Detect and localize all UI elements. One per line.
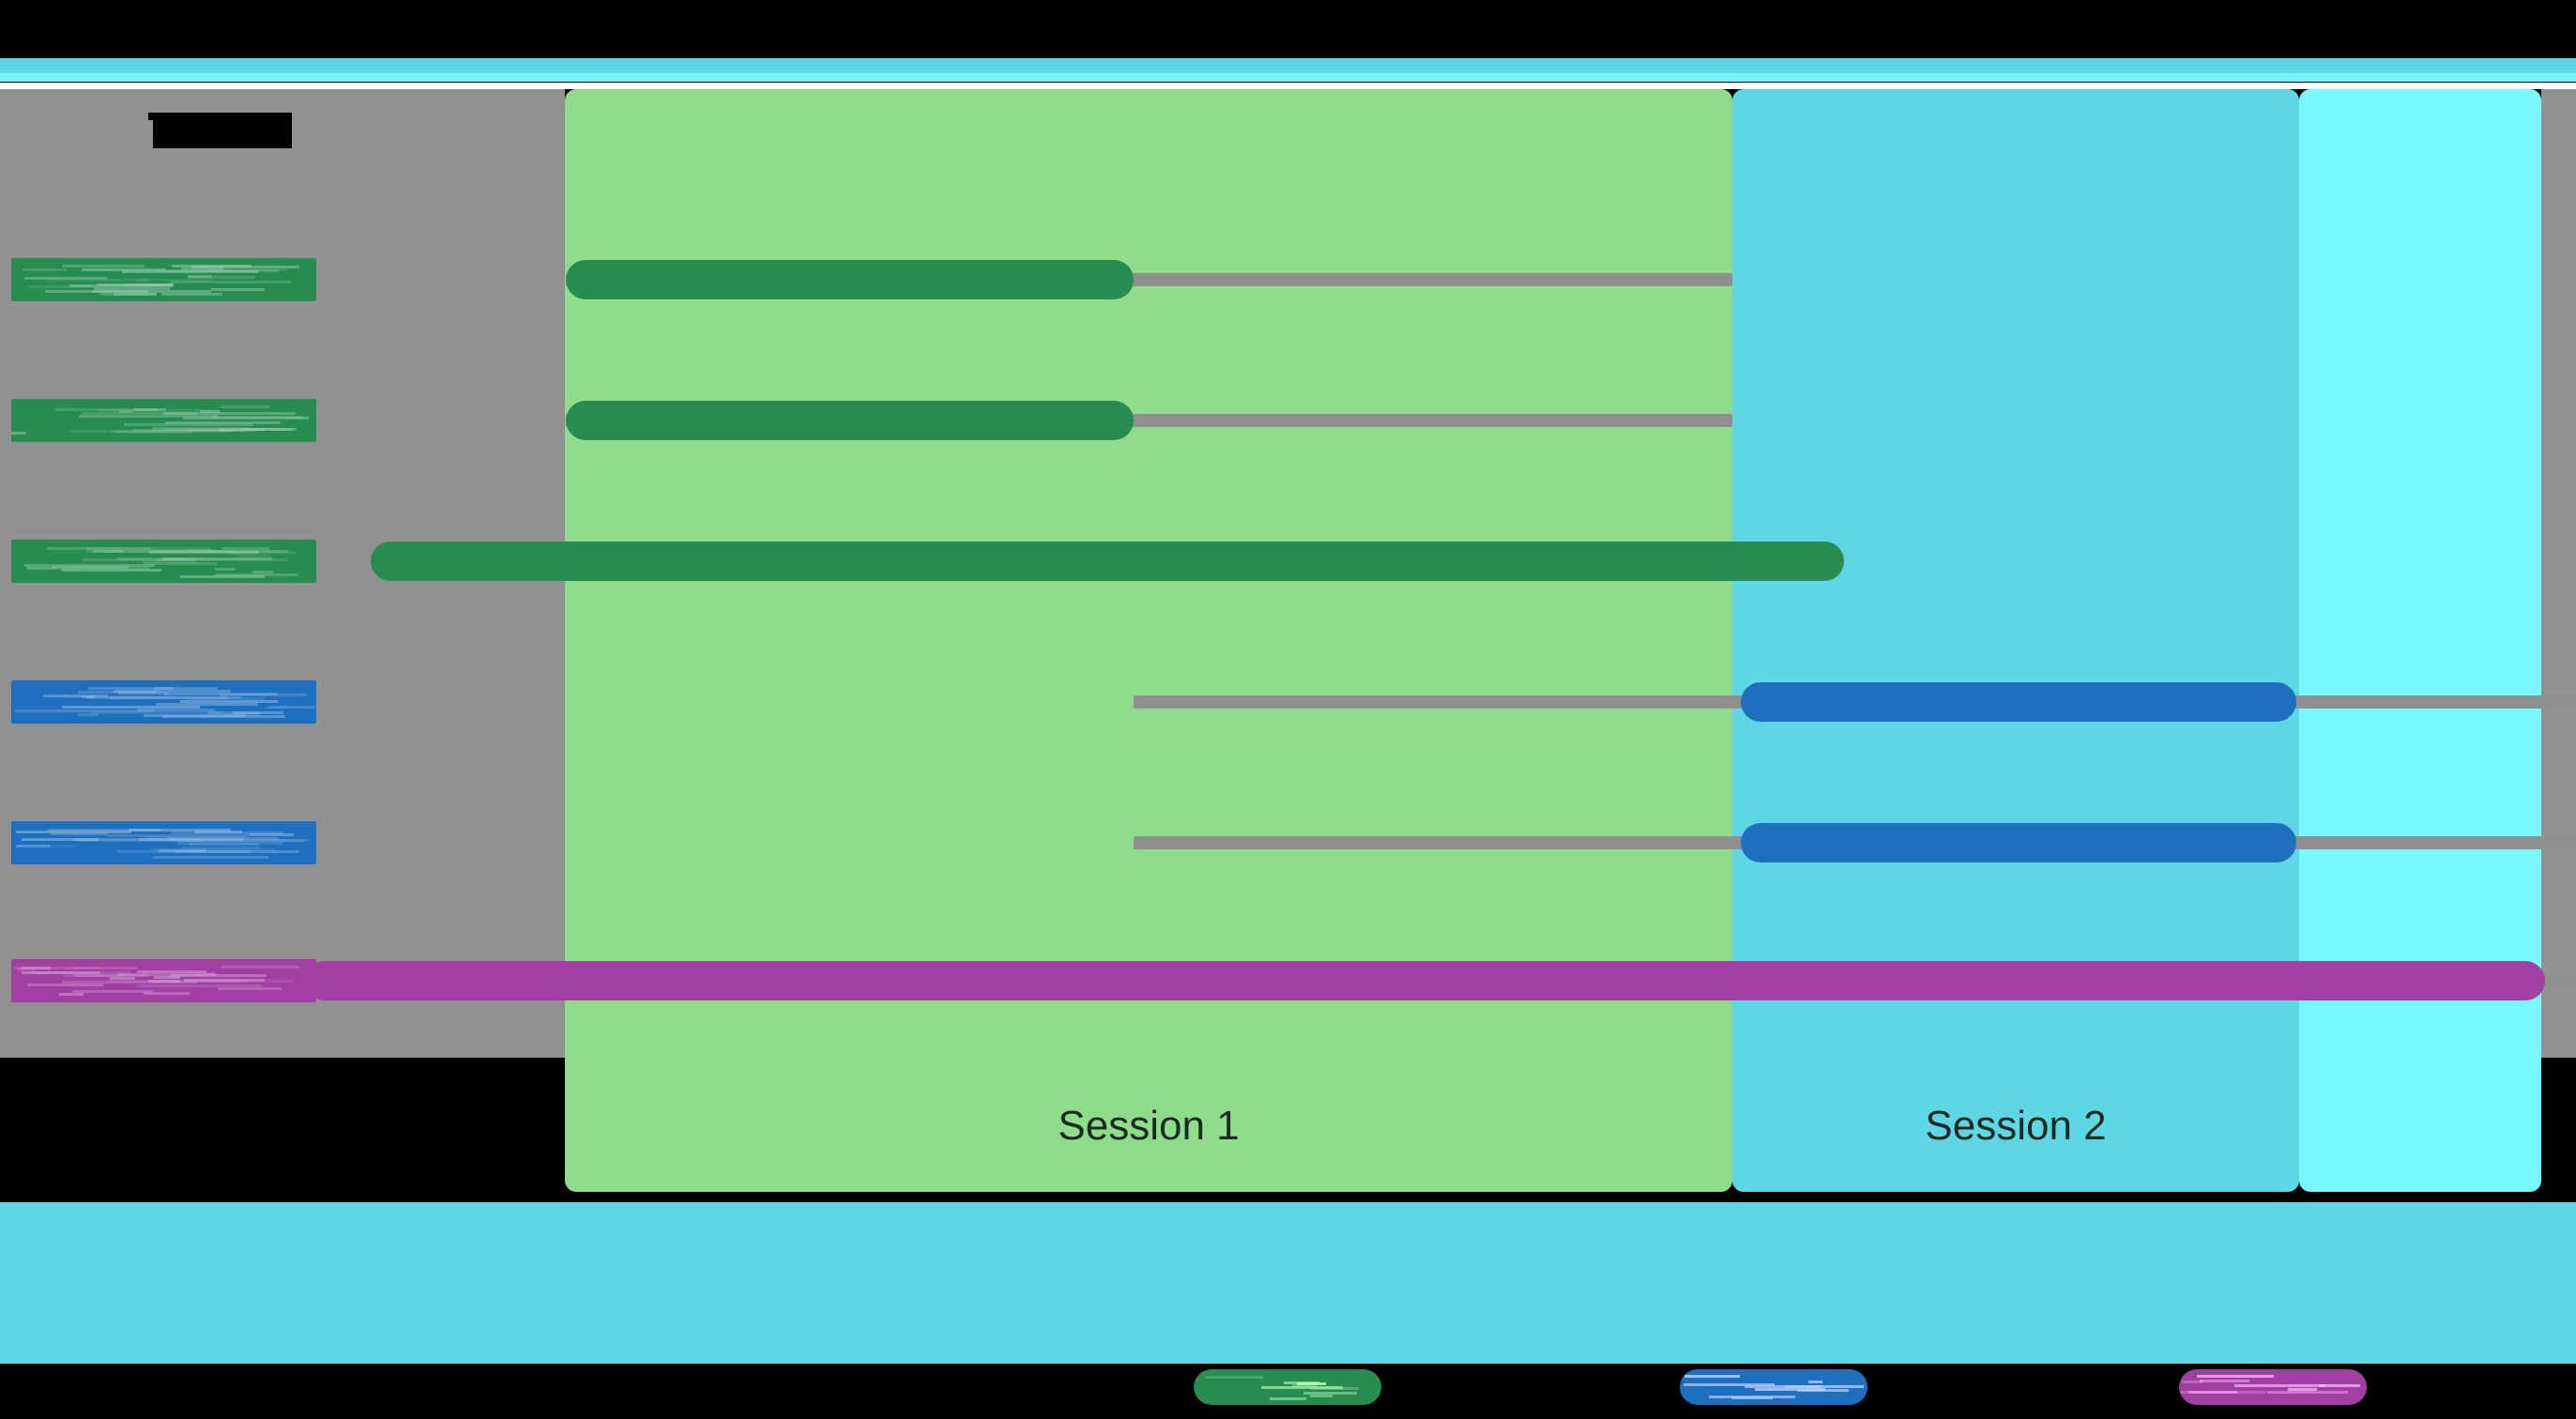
legend: [redacted] [redacted] [redacted] bbox=[0, 1364, 2576, 1419]
redaction-noise bbox=[11, 399, 316, 442]
gantt-bar[interactable] bbox=[1741, 823, 2296, 862]
redaction-noise bbox=[11, 959, 316, 1002]
gantt-bar[interactable] bbox=[305, 961, 2545, 1000]
legend-item-3[interactable]: [redacted] bbox=[2179, 1369, 2367, 1405]
legend-background-panel bbox=[0, 1202, 2576, 1364]
top-white-strip bbox=[0, 83, 2576, 89]
y-axis-label-5: [redacted] bbox=[11, 821, 316, 864]
top-light-cyan-strip bbox=[0, 73, 2576, 82]
y-axis-label-4: [redacted] bbox=[11, 680, 316, 724]
top-cyan-strip bbox=[0, 58, 2576, 73]
legend-swatch bbox=[1194, 1369, 1381, 1405]
session-band-1 bbox=[565, 89, 1732, 1192]
legend-item-1[interactable]: [redacted] bbox=[1194, 1369, 1381, 1405]
redaction-noise bbox=[11, 821, 316, 864]
gantt-bar[interactable] bbox=[1741, 682, 2296, 722]
y-axis-label-2: [redacted] bbox=[11, 399, 316, 442]
redaction-noise bbox=[11, 540, 316, 583]
gantt-bar[interactable] bbox=[371, 542, 1844, 581]
y-axis-label-3: [redacted] bbox=[11, 540, 316, 583]
redaction-noise bbox=[11, 680, 316, 724]
gantt-bar[interactable] bbox=[566, 401, 1134, 440]
redaction-noise bbox=[11, 258, 316, 301]
gantt-bar[interactable] bbox=[566, 260, 1134, 299]
panel-right-gutter bbox=[2541, 89, 2576, 1058]
y-axis-label-1: [redacted] bbox=[11, 258, 316, 301]
session-band-3 bbox=[2299, 89, 2541, 1192]
session-band-2 bbox=[1732, 89, 2299, 1192]
session-label-1: Session 1 bbox=[1058, 1103, 1240, 1149]
page-title bbox=[148, 113, 292, 148]
session-label-2: Session 2 bbox=[1925, 1103, 2107, 1149]
legend-swatch bbox=[1680, 1369, 1867, 1405]
legend-item-2[interactable]: [redacted] bbox=[1680, 1369, 1867, 1405]
legend-swatch bbox=[2179, 1369, 2367, 1405]
y-axis-label-6: [redacted] bbox=[11, 959, 316, 1002]
